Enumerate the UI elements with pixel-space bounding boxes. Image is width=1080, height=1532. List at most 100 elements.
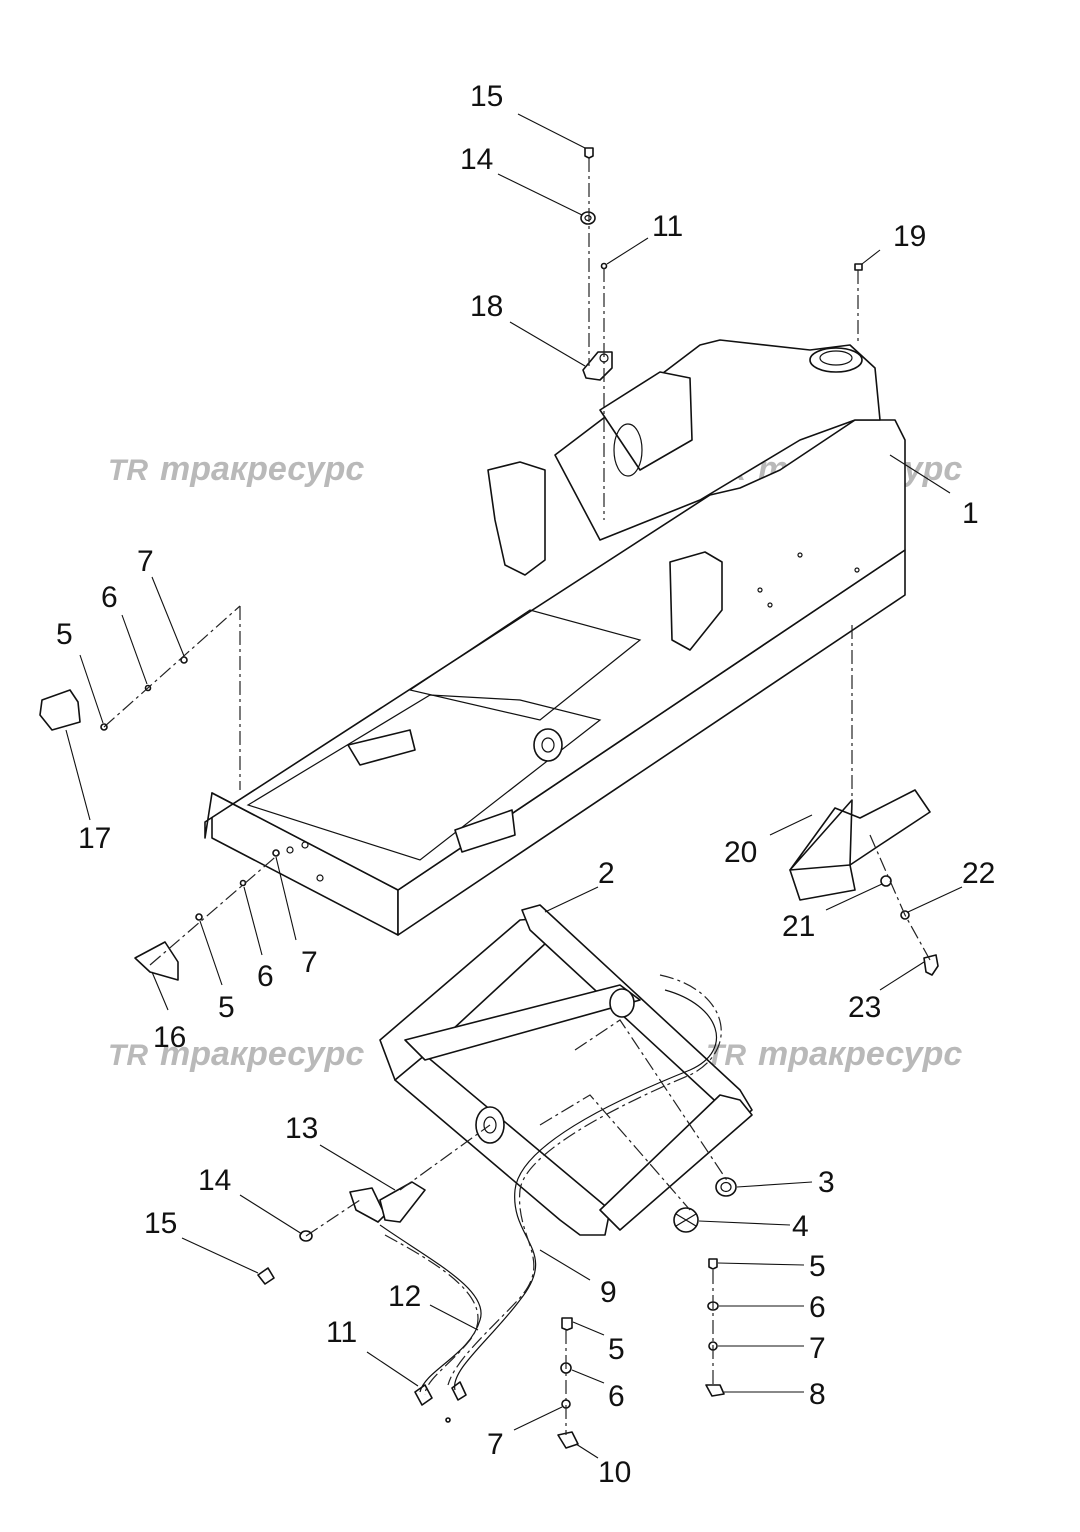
callout-7: 7	[487, 1428, 504, 1461]
cover-17	[39, 689, 81, 731]
leader-1	[889, 454, 951, 494]
centerline-lower-fasteners	[149, 852, 281, 966]
callout-11: 11	[652, 210, 683, 243]
watermark-text: тракресурс	[758, 1035, 962, 1073]
washer-21	[880, 875, 892, 887]
frame-pivot-hole	[541, 737, 555, 753]
cap-4-cross	[675, 1213, 697, 1227]
bolt-5-center	[561, 1317, 573, 1331]
watermark-text: тракресурс	[160, 450, 364, 488]
centerline-21-23	[869, 834, 931, 961]
clip-8	[705, 1384, 725, 1397]
callout-20: 20	[724, 836, 757, 869]
callout-7: 7	[301, 946, 318, 979]
callout-23: 23	[848, 991, 881, 1024]
washer-14-top-hole	[584, 214, 592, 222]
callout-19: 19	[893, 220, 926, 253]
frame-hole	[797, 552, 803, 558]
frame-hole	[854, 567, 860, 573]
mount-tower-left	[487, 461, 546, 576]
callout-5: 5	[809, 1250, 826, 1283]
leader-4	[698, 1220, 791, 1226]
leader-5-right	[717, 1262, 805, 1266]
callout-11: 11	[326, 1316, 357, 1349]
watermark-logo: TR	[108, 454, 148, 487]
frame-cross-member	[408, 609, 642, 721]
leader-13	[319, 1144, 396, 1191]
hose-9	[454, 989, 718, 1391]
cover-16	[134, 941, 179, 981]
callout-5: 5	[608, 1333, 625, 1366]
tower-hole	[613, 423, 643, 477]
axle-pivot-boss-rear	[609, 988, 635, 1018]
washer-14-top	[580, 211, 596, 225]
leader-12	[429, 1304, 479, 1331]
bolt-15-top	[584, 147, 594, 159]
leader-21	[825, 883, 883, 911]
swing-bearing-inner	[819, 350, 853, 366]
callout-21: 21	[782, 910, 815, 943]
hose-9-outline	[447, 974, 722, 1386]
callout-6: 6	[101, 581, 118, 614]
pin-13-plate	[349, 1187, 386, 1223]
callout-7: 7	[137, 545, 154, 578]
callout-2: 2	[598, 857, 615, 890]
frame-hole	[286, 846, 294, 854]
axle-beam-right	[599, 1094, 753, 1231]
centerline-pin	[399, 1124, 491, 1191]
hose-12-outline	[384, 1234, 479, 1396]
leader-lines	[65, 113, 963, 1459]
axle-frame-part	[379, 904, 753, 1236]
leader-17	[65, 729, 91, 821]
callout-13: 13	[285, 1112, 318, 1145]
leader-11-top	[606, 237, 649, 265]
callout-14: 14	[460, 143, 493, 176]
callout-7: 7	[809, 1332, 826, 1365]
nut-11-lower	[445, 1417, 451, 1423]
hoses	[379, 974, 722, 1396]
clip-11-lower-b	[451, 1381, 467, 1401]
callout-4: 4	[792, 1210, 809, 1243]
deck-plate-left	[347, 729, 416, 766]
mount-bracket-rear	[599, 371, 693, 471]
centerline-cap-4	[539, 1094, 691, 1211]
leader-10	[575, 1443, 599, 1459]
callout-3: 3	[818, 1166, 835, 1199]
belly-plate	[789, 789, 931, 871]
leader-5-upper	[79, 654, 104, 724]
callout-18: 18	[470, 290, 503, 323]
centerline-cap	[574, 1019, 731, 1186]
leader-18	[509, 321, 586, 367]
axle-pivot-hole	[483, 1116, 497, 1134]
hose-12	[379, 1224, 482, 1393]
leader-2	[544, 886, 599, 913]
callout-6: 6	[809, 1291, 826, 1324]
centerline-pin-bolt	[305, 1199, 361, 1237]
leader-19	[861, 249, 881, 265]
leader-6-upper	[121, 614, 148, 685]
callout-1: 1	[962, 497, 979, 530]
leader-5-lower	[199, 920, 223, 986]
callout-17: 17	[78, 822, 111, 855]
callout-15: 15	[144, 1207, 177, 1240]
frame-rear-tower	[554, 339, 881, 541]
watermark-logo: TR	[108, 1039, 148, 1072]
leader-11-lower	[366, 1351, 419, 1387]
bolt-15-lower	[257, 1267, 275, 1285]
watermark-bottom-right: TR тракресурс	[706, 1035, 962, 1073]
callout-15: 15	[470, 80, 503, 113]
clip-11-lower-a	[414, 1384, 433, 1406]
callout-5: 5	[56, 618, 73, 651]
frame-inner-cavity	[246, 694, 602, 861]
leader-22	[907, 886, 963, 913]
leader-23	[879, 961, 925, 991]
plug-19	[854, 263, 863, 271]
clip-10	[557, 1431, 579, 1449]
bolt-5-lower	[195, 913, 203, 921]
frame-hole	[316, 874, 324, 882]
leader-5-center	[572, 1321, 605, 1336]
watermark-text: тракресурс	[160, 1035, 364, 1073]
leader-15-top	[517, 113, 586, 149]
callout-10: 10	[598, 1456, 631, 1489]
